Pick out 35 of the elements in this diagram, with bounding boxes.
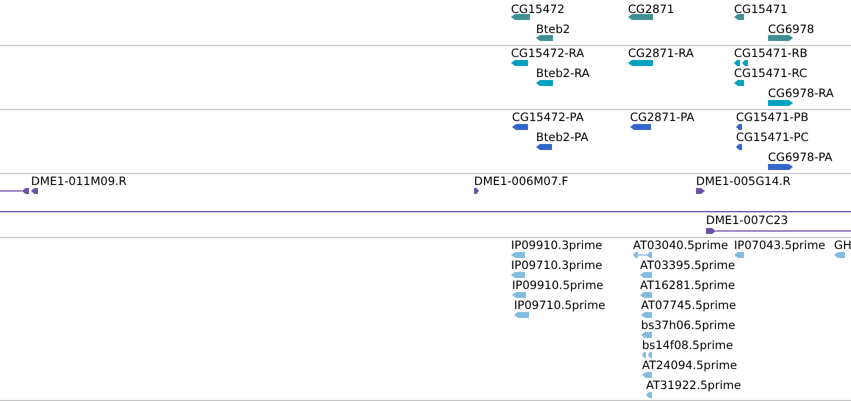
feature-label: CG15471-PB (736, 110, 808, 124)
feature-label: IP09710.5prime (514, 298, 606, 312)
feature-label: AT07745.5prime (641, 298, 736, 312)
feature-label: IP09910.3prime (511, 238, 602, 252)
feature-label: bs14f08.5prime (642, 338, 734, 352)
feature-label: CG15471-RB (734, 46, 808, 60)
feature-label: CG6978 (768, 22, 814, 36)
feature-label: DME1-006M07.F (474, 174, 568, 188)
feature-label: AT31922.5prime (646, 378, 742, 392)
feature-label: CG15471-PC (736, 130, 809, 144)
feature-label: CG2871 (628, 2, 674, 16)
feature-label: IP09910.5prime (512, 278, 604, 292)
feature-label: DME1-011M09.R (31, 174, 127, 188)
feature-label: Bteb2 (536, 22, 570, 36)
feature-label: CG2871-PA (630, 110, 694, 124)
feature-label: CG15472 (511, 2, 565, 16)
feature-label: AT03040.5prime (633, 238, 728, 252)
feature-label: CG2871-RA (628, 46, 694, 60)
feature-label: CG15471 (734, 2, 788, 16)
feature-label: CG15472-RA (511, 46, 584, 60)
feature-label: bs37h06.5prime (641, 318, 736, 332)
feature-label: IP07043.5prime (734, 238, 826, 252)
feature-label: DME1-005G14.R (696, 174, 791, 188)
feature-label: CG15471-RC (734, 66, 808, 80)
feature-label: CG6978-PA (768, 150, 832, 164)
feature-label: CG6978-RA (768, 86, 834, 100)
feature-label: IP09710.3prime (511, 258, 602, 272)
feature-label: Bteb2-RA (536, 66, 590, 80)
feature-label: DME1-007C23 (706, 213, 788, 227)
feature-label: AT03395.5prime (640, 258, 736, 272)
feature-label: AT16281.5prime (640, 278, 736, 292)
feature-label: GH (834, 238, 851, 252)
feature-label: Bteb2-PA (536, 130, 588, 144)
feature-label: AT24094.5prime (642, 358, 738, 372)
feature-label: CG15472-PA (512, 110, 584, 124)
